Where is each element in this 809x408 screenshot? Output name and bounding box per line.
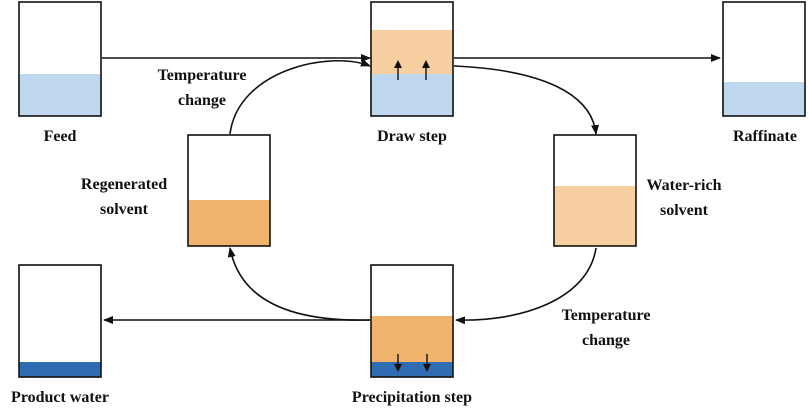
temperature-change-top-line1: Temperature <box>158 67 247 84</box>
precipitation-to-regenerated-curve <box>227 247 371 321</box>
product-water-vessel <box>18 264 102 378</box>
draw-to-water-rich-curve <box>453 65 600 135</box>
regenerated-solvent-label-line2: solvent <box>100 201 149 218</box>
feed-vessel <box>18 1 102 117</box>
temperature-change-bottom-line2: change <box>582 332 630 349</box>
precipitation-step-label: Precipitation step <box>352 389 472 406</box>
water-rich-solvent-label-line1: Water-rich <box>647 177 722 194</box>
regenerated-solvent-label-line1: Regenerated <box>81 176 167 193</box>
downward-flux-arrow-icon <box>394 354 402 372</box>
feed-label: Feed <box>44 128 77 145</box>
water-rich-solvent-label-line2: solvent <box>660 202 709 219</box>
water-rich-solvent-vessel <box>553 134 637 247</box>
draw-step-vessel <box>370 1 454 117</box>
temperature-change-bottom-line1: Temperature <box>562 307 651 324</box>
upward-flux-arrow-icon <box>394 60 402 80</box>
product-water-label: Product water <box>11 389 109 406</box>
raffinate-vessel <box>722 1 806 117</box>
precipitation-step-vessel <box>370 264 454 378</box>
draw-step-label: Draw step <box>377 128 447 145</box>
regenerated-to-draw-curve <box>229 58 371 135</box>
regenerated-solvent-vessel <box>187 134 271 247</box>
water-rich-to-precipitation-curve <box>455 247 597 325</box>
temperature-change-top-line2: change <box>178 92 226 109</box>
raffinate-label: Raffinate <box>733 128 797 145</box>
upward-flux-arrow-icon <box>422 60 430 80</box>
downward-flux-arrow-icon <box>423 354 431 372</box>
